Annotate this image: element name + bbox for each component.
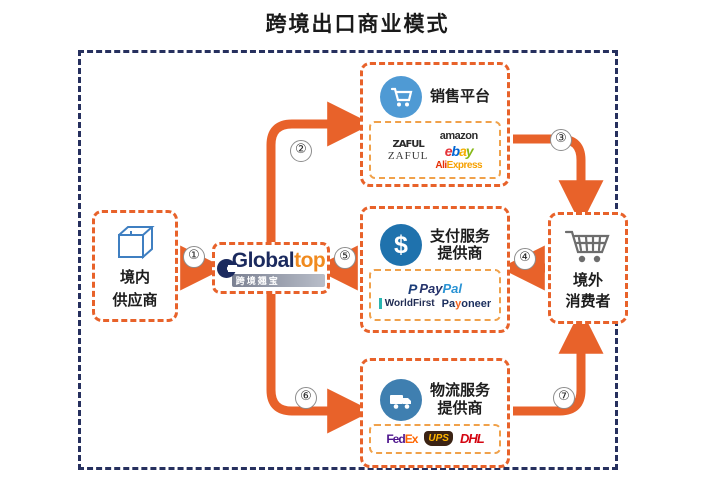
node-payment-provider[interactable]: $ 支付服务 提供商 P PayPal WorldFirst Payoneer [360,206,510,333]
shopping-cart-icon [379,76,422,118]
platform-logo-box: ZAFUL ZAFUL amazon ebay AliExpress [369,121,501,179]
node-sales-platform[interactable]: 销售平台 ZAFUL ZAFUL amazon ebay AliExpress [360,62,510,187]
flow-number-5: ⑤ [334,247,356,269]
globaltop-brand-global: Global [231,249,295,272]
node-logistics-provider[interactable]: 物流服务 提供商 FedEx UPS DHL [360,358,510,468]
flow-number-2: ② [290,140,312,162]
logo-amazon: amazon [439,129,478,142]
logistics-label-line2: 提供商 [437,398,483,417]
logistics-logo-box: FedEx UPS DHL [369,423,501,454]
globaltop-logo: Global top 跨境翘宝 [216,249,326,287]
flow-number-7: ⑦ [553,387,575,409]
logo-zaful: ZAFUL [387,149,429,162]
logo-ebay: ebay [444,142,474,159]
flow-number-4: ④ [514,248,536,270]
shopping-cart-icon [564,230,610,262]
box-icon [118,225,155,259]
logistics-label-line1: 物流服务 [429,381,490,400]
logo-ups: UPS [424,431,453,446]
logo-fedex: FedEx [386,431,418,446]
logo-worldfirst: WorldFirst [378,298,435,309]
supplier-label-line1: 境内 [119,267,150,286]
dollar-icon: $ [379,224,422,266]
platform-label: 销售平台 [429,87,490,106]
paypal-mark-icon: P [408,280,418,297]
logo-zaful-mark: ZAFUL [392,138,424,150]
payment-logo-box: P PayPal WorldFirst Payoneer [369,269,501,321]
logo-dhl: DHL [459,431,485,446]
node-overseas-consumer[interactable]: 境外 消费者 [548,212,628,324]
flow-number-3: ③ [550,129,572,151]
consumer-label-line1: 境外 [572,270,603,289]
logo-payoneer: Payoneer [441,297,492,310]
node-globaltop[interactable]: Global top 跨境翘宝 [212,242,330,294]
globaltop-brand-cn: 跨境翘宝 [231,274,326,287]
flow-number-6: ⑥ [295,387,317,409]
payment-label-line2: 提供商 [437,244,483,262]
page-title: 跨境出口商业模式 [265,12,450,36]
supplier-label-line2: 供应商 [112,291,158,309]
payment-label-line1: 支付服务 [429,226,490,245]
globaltop-g-mark-icon [216,258,237,278]
logo-aliexpress: AliExpress [435,159,483,171]
logo-paypal: P PayPal [408,280,462,297]
globaltop-brand-top: top [294,249,326,272]
flow-number-1: ① [183,246,205,268]
node-domestic-supplier[interactable]: 境内 供应商 [92,210,178,322]
truck-icon [379,378,422,421]
consumer-label-line2: 消费者 [565,292,611,310]
